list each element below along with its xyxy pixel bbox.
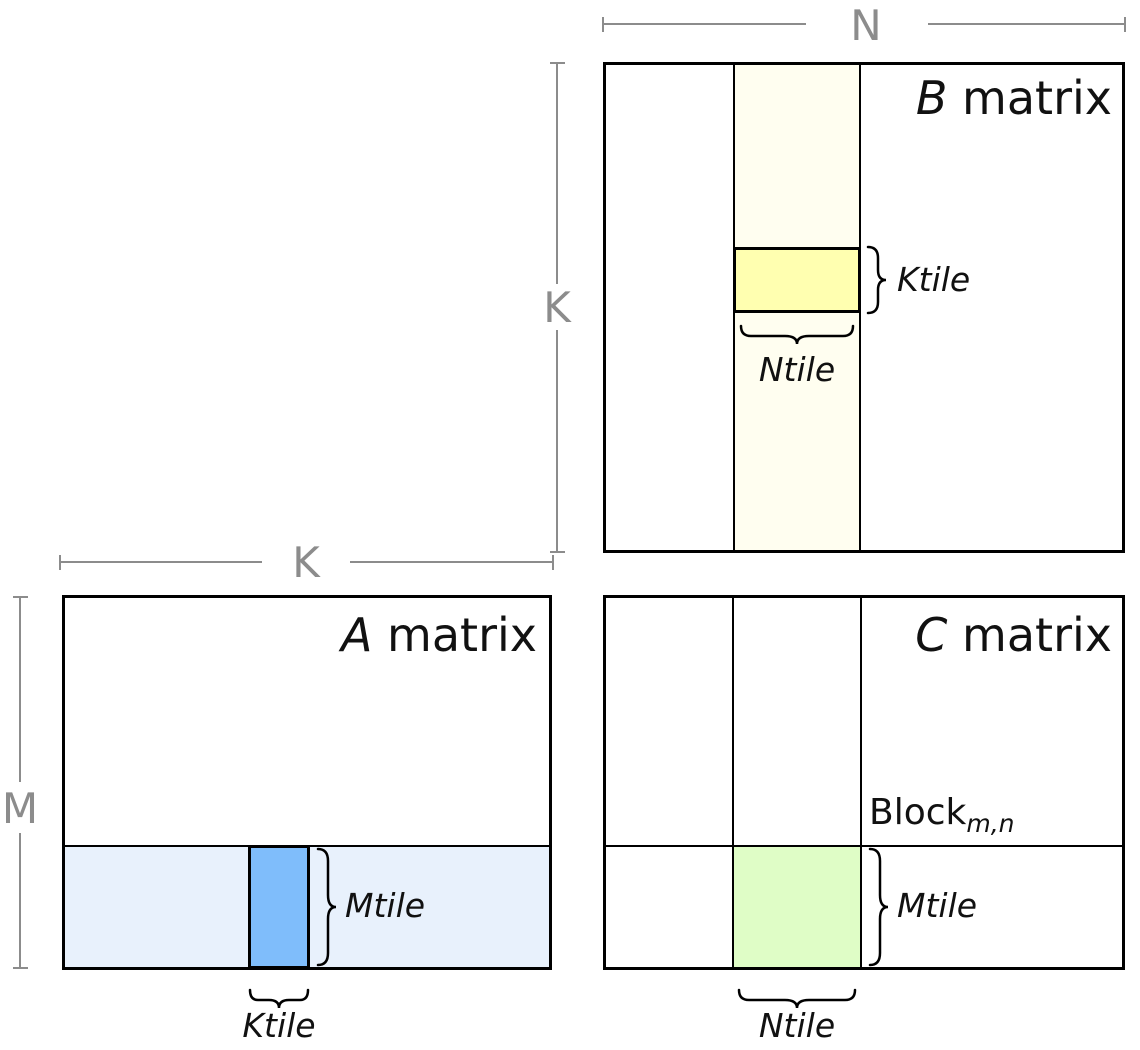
a-m-dim-upper-segment	[19, 596, 21, 782]
c-mtile-label: Mtile	[897, 886, 978, 925]
c-block-word: Block	[869, 792, 967, 833]
a-m-dim-label: M	[1, 784, 39, 833]
c-row-divider	[603, 845, 1125, 847]
c-matrix-title: C matrix	[915, 612, 1112, 658]
a-matrix-letter: A	[340, 608, 373, 662]
n-dim-right-segment	[928, 23, 1126, 25]
a-k-dim-label: K	[292, 538, 320, 587]
b-k-dim-label: K	[543, 283, 571, 332]
c-block-tile-rect	[732, 847, 862, 968]
a-mtile-label: Mtile	[345, 886, 426, 925]
b-k-dim-upper-segment	[556, 62, 558, 284]
b-ktile-brace	[866, 245, 887, 315]
c-column-line-right	[860, 595, 862, 845]
n-dim-left-segment	[602, 23, 806, 25]
c-block-subscript: m,n	[966, 809, 1015, 839]
a-m-dim-lower-segment	[19, 833, 21, 968]
b-matrix-box	[603, 62, 1125, 553]
b-matrix-title: B matrix	[916, 75, 1112, 121]
c-matrix-box	[603, 595, 1125, 970]
a-matrix-word: matrix	[387, 608, 537, 662]
a-matrix-title: A matrix	[341, 612, 537, 658]
a-ktile-rect	[248, 845, 310, 969]
c-ntile-brace	[737, 988, 857, 1009]
c-ntile-label: Ntile	[758, 1006, 836, 1045]
c-matrix-letter: C	[915, 608, 948, 662]
b-ktile-label: Ktile	[897, 260, 971, 299]
b-k-dim-bottom-tick	[550, 551, 565, 553]
b-ntile-brace	[739, 324, 855, 345]
b-ntile-label: Ntile	[758, 350, 836, 389]
n-dim-right-tick	[1124, 17, 1126, 32]
n-dim-label: N	[850, 1, 882, 50]
a-ktile-brace	[248, 988, 310, 1009]
c-block-label: Blockm,n	[869, 792, 1015, 837]
b-ktile-rect	[733, 247, 861, 313]
a-mtile-brace	[316, 847, 337, 967]
a-m-dim-bottom-tick	[13, 967, 28, 969]
a-k-dim-right-tick	[552, 555, 554, 570]
a-matrix-box	[62, 595, 552, 970]
c-column-line-left	[732, 595, 734, 845]
b-k-dim-lower-segment	[556, 330, 558, 552]
b-matrix-word: matrix	[962, 71, 1112, 125]
c-mtile-brace	[868, 847, 889, 967]
a-ktile-label: Ktile	[242, 1006, 316, 1045]
a-k-dim-right-segment	[350, 561, 553, 563]
c-matrix-word: matrix	[962, 608, 1112, 662]
a-k-dim-left-segment	[59, 561, 262, 563]
b-matrix-letter: B	[915, 71, 948, 125]
